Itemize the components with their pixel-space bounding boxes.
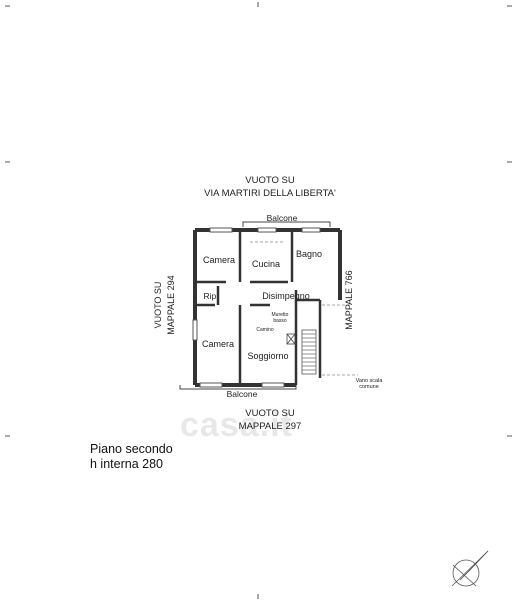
- balcone-bottom: [179, 385, 297, 390]
- balcone-bottom-label: Balcone: [227, 389, 258, 399]
- right-side-label: MAPPALE 766: [344, 270, 354, 329]
- vano-scala-label-2: comune: [359, 384, 379, 390]
- muretto-label-2: basso: [273, 318, 287, 324]
- windows: [192, 227, 321, 388]
- footer-line2: MAPPALE 297: [239, 421, 302, 432]
- interior-walls: [195, 230, 322, 385]
- room-camera-top: Camera: [203, 255, 235, 265]
- stair-hatch: [301, 329, 317, 375]
- room-cucina: Cucina: [252, 259, 280, 269]
- header-line1: VUOTO SU: [245, 175, 295, 186]
- floor-note: Piano secondo: [90, 442, 173, 456]
- footer-line1: VUOTO SU: [245, 408, 295, 419]
- room-rip: Rip.: [203, 291, 218, 301]
- balcone-top: [242, 221, 331, 227]
- room-disimpegno: Disimpegno: [262, 291, 310, 301]
- height-note: h interna 280: [90, 457, 163, 471]
- camino-symbol: [286, 333, 296, 345]
- left-side-line1: VUOTO SU: [153, 282, 163, 329]
- room-bagno: Bagno: [296, 249, 322, 259]
- muretto-label: Muretto: [272, 312, 289, 318]
- vano-scala-label-1: Vano scala: [356, 378, 384, 384]
- dimension-lines: [250, 241, 358, 376]
- north-arrow-icon: [451, 550, 489, 587]
- header-line2: VIA MARTIRI DELLA LIBERTA': [204, 188, 336, 199]
- room-soggiorno: Soggiorno: [247, 351, 288, 361]
- balcone-top-label: Balcone: [267, 213, 298, 223]
- watermark: casa.it: [180, 406, 293, 444]
- room-camera-bottom: Camera: [202, 339, 234, 349]
- left-side-line2: MAPPALE 294: [166, 275, 176, 334]
- camino-label: Camino: [256, 327, 273, 333]
- page-ticks: [5, 2, 512, 599]
